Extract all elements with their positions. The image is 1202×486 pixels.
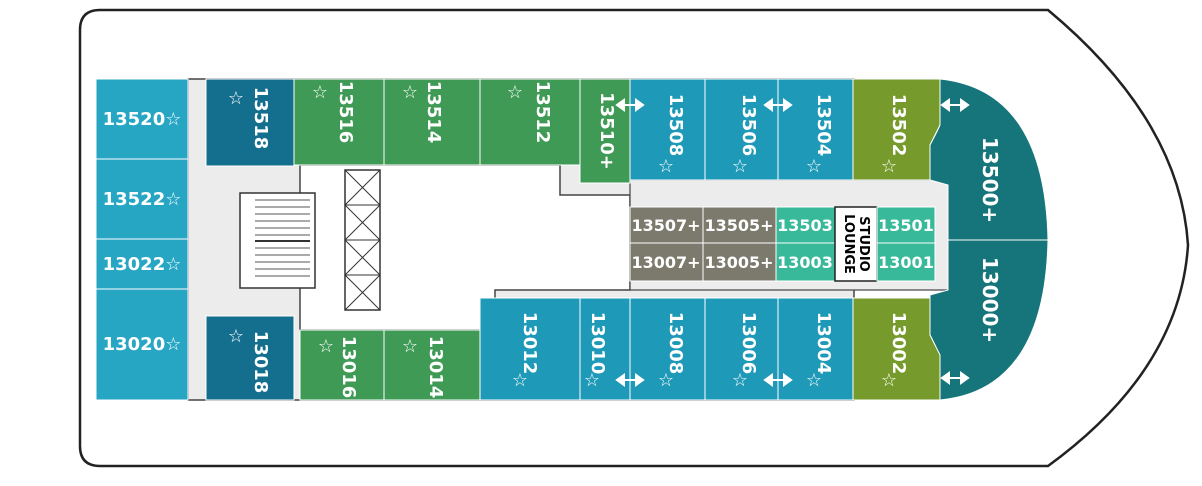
cabin-13016[interactable]: 13016 ☆	[299, 329, 385, 401]
svg-text:13005+: 13005+	[704, 253, 773, 272]
cabin-13012[interactable]: 13012 ☆	[479, 297, 581, 401]
double-arrow-icon	[615, 98, 645, 112]
star-icon: ☆	[881, 156, 897, 177]
cabin-13516[interactable]: 13516 ☆	[293, 78, 385, 166]
svg-text:13516: 13516	[335, 81, 356, 144]
svg-text:13016: 13016	[338, 336, 359, 399]
svg-text:13003: 13003	[777, 253, 833, 272]
cabin-13505[interactable]: 13505+	[702, 206, 777, 244]
elevator-shaft	[344, 169, 381, 311]
svg-text:13012: 13012	[519, 312, 540, 375]
cabin-13522[interactable]: 13522☆	[95, 158, 189, 240]
cabin-13520[interactable]: 13520☆	[95, 78, 189, 160]
cabin-13006[interactable]: 13006 ☆	[704, 297, 779, 401]
star-icon: ☆	[806, 156, 822, 177]
star-icon: ☆	[507, 82, 523, 103]
svg-text:13000+: 13000+	[978, 257, 1002, 343]
star-icon: ☆	[806, 370, 822, 391]
svg-text:13004: 13004	[813, 312, 834, 375]
svg-text:13002: 13002	[888, 312, 909, 375]
cabin-13003[interactable]: 13003	[775, 242, 836, 282]
svg-text:13510+: 13510+	[596, 92, 617, 170]
svg-text:13504: 13504	[813, 94, 834, 157]
double-arrow-icon	[940, 371, 970, 385]
star-icon: ☆	[658, 156, 674, 177]
svg-text:13006: 13006	[738, 312, 759, 375]
cabin-13507[interactable]: 13507+	[629, 206, 704, 244]
cabin-13020[interactable]: 13020☆	[95, 288, 189, 401]
svg-text:13501: 13501	[878, 216, 934, 235]
cabin-13510[interactable]: 13510+	[579, 78, 631, 184]
cabin-13503[interactable]: 13503	[775, 206, 836, 244]
cabin-13001[interactable]: 13001	[876, 242, 936, 282]
double-arrow-icon	[615, 373, 645, 387]
svg-text:13007+: 13007+	[631, 253, 700, 272]
star-icon: ☆	[584, 370, 600, 391]
cabin-13514[interactable]: 13514 ☆	[383, 78, 481, 166]
double-arrow-icon	[940, 98, 970, 112]
cabin-13504[interactable]: 13504 ☆	[777, 78, 854, 181]
svg-text:13020☆: 13020☆	[103, 334, 182, 355]
svg-text:LOUNGE: LOUNGE	[841, 214, 856, 274]
cabin-13508[interactable]: 13508 ☆	[629, 78, 706, 181]
svg-text:13010: 13010	[587, 312, 608, 375]
svg-text:13508: 13508	[665, 94, 686, 157]
svg-text:STUDIO: STUDIO	[856, 216, 871, 271]
svg-text:13506: 13506	[738, 94, 759, 157]
stairwell	[239, 192, 316, 289]
star-icon: ☆	[512, 370, 528, 391]
cabin-13005[interactable]: 13005+	[702, 242, 777, 282]
svg-text:13505+: 13505+	[704, 216, 773, 235]
svg-text:13522☆: 13522☆	[103, 189, 182, 210]
star-icon: ☆	[402, 336, 418, 357]
svg-text:13518: 13518	[250, 87, 271, 150]
cabin-13002[interactable]: 13002 ☆	[852, 297, 941, 401]
star-icon: ☆	[732, 370, 748, 391]
cabin-13018[interactable]: 13018 ☆	[205, 315, 295, 401]
cabin-13004[interactable]: 13004 ☆	[777, 297, 854, 401]
cabin-13500[interactable]: 13500+	[929, 78, 1049, 241]
cabin-13022[interactable]: 13022☆	[95, 238, 189, 290]
star-icon: ☆	[312, 82, 328, 103]
svg-text:13018: 13018	[250, 331, 271, 394]
cabin-13502[interactable]: 13502 ☆	[852, 78, 941, 181]
svg-text:13520☆: 13520☆	[103, 109, 182, 130]
double-arrow-icon	[763, 98, 793, 112]
star-icon: ☆	[658, 370, 674, 391]
star-icon: ☆	[228, 88, 244, 109]
svg-text:13001: 13001	[878, 253, 934, 272]
svg-text:13500+: 13500+	[978, 137, 1002, 223]
svg-text:13503: 13503	[777, 216, 833, 235]
studio-lounge[interactable]: STUDIO LOUNGE	[834, 206, 878, 282]
svg-text:13008: 13008	[665, 312, 686, 375]
svg-text:13502: 13502	[888, 94, 909, 157]
star-icon: ☆	[881, 370, 897, 391]
star-icon: ☆	[732, 156, 748, 177]
star-icon: ☆	[402, 82, 418, 103]
svg-text:13014: 13014	[425, 336, 446, 399]
cabin-13008[interactable]: 13008 ☆	[629, 297, 706, 401]
svg-text:13512: 13512	[532, 81, 553, 144]
cabin-13518[interactable]: 13518 ☆	[205, 78, 295, 167]
svg-text:13507+: 13507+	[631, 216, 700, 235]
cabin-13512[interactable]: 13512 ☆	[479, 78, 581, 166]
svg-text:13022☆: 13022☆	[103, 254, 182, 275]
star-icon: ☆	[318, 336, 334, 357]
svg-text:13514: 13514	[423, 81, 444, 144]
cabin-13007[interactable]: 13007+	[629, 242, 704, 282]
cabin-13506[interactable]: 13506 ☆	[704, 78, 779, 181]
cabin-13501[interactable]: 13501	[876, 206, 936, 244]
double-arrow-icon	[763, 373, 793, 387]
cabin-13014[interactable]: 13014 ☆	[383, 329, 481, 401]
star-icon: ☆	[228, 326, 244, 347]
